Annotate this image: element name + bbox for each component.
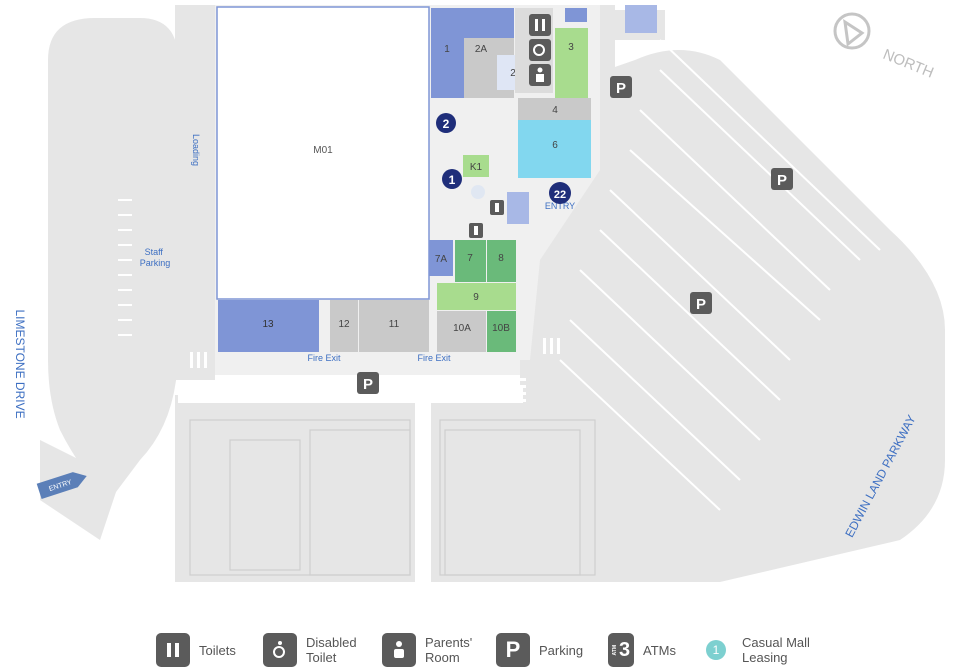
shop-8-label: 8 (498, 253, 504, 264)
lower-buildings (189, 419, 596, 576)
shop-m01[interactable] (216, 6, 430, 300)
legend-toilets-label: Toilets (199, 642, 236, 658)
staff-parking-label: Staff Parking (140, 247, 171, 268)
marker-1[interactable]: 1 (442, 169, 462, 189)
shop-4-label: 4 (552, 105, 558, 116)
roads (178, 385, 523, 582)
shop-10b-label: 10B (492, 323, 510, 334)
shop-1[interactable] (431, 8, 464, 98)
legend-casual: 1 Casual Mall Leasing (706, 632, 810, 668)
shop-1-label: 1 (444, 44, 450, 55)
shop-12[interactable] (330, 300, 358, 352)
shop-10a-label: 10A (453, 323, 471, 334)
shop-3[interactable] (555, 28, 588, 98)
atm-icon-2[interactable] (469, 223, 483, 238)
staff-parking-bays (118, 199, 132, 336)
entry-mall-label: ENTRY (545, 201, 575, 211)
marker-1-label: 1 (449, 173, 456, 187)
legend-disabled-label: Disabled Toilet (306, 635, 357, 665)
marker-2-label: 2 (443, 117, 450, 131)
parking-bays (559, 39, 881, 511)
legend-parking: P Parking (496, 632, 583, 668)
staff-parking-line1: Staff (145, 247, 164, 257)
parents-room-icon[interactable] (529, 64, 551, 86)
shop-7a[interactable] (429, 240, 453, 276)
legend-atms: ATM 3 ATMs (608, 632, 676, 668)
shop-9[interactable] (437, 283, 516, 310)
legend-parents-label: Parents' Room (425, 635, 473, 665)
parents-room-icon (382, 633, 416, 667)
toilets-icon (156, 633, 190, 667)
toilets-icon[interactable] (529, 14, 551, 36)
atm-icon-1[interactable] (490, 200, 504, 215)
shop-3-label: 3 (568, 42, 574, 53)
disabled-toilet-icon[interactable] (529, 39, 551, 61)
disabled-toilet-icon (263, 633, 297, 667)
shop-6[interactable] (518, 120, 591, 178)
shop-10b[interactable] (487, 311, 516, 352)
shop-2-label: 2 (510, 68, 516, 79)
limestone-drive-label: LIMESTONE DRIVE (13, 309, 27, 418)
kiosk-k1-label: K1 (470, 162, 483, 173)
legend: Toilets Disabled Toilet Parents' Room P … (0, 612, 960, 672)
parking-icon-3-label: P (696, 296, 706, 313)
shop-top-blue (565, 8, 587, 22)
parking-icon-1-label: P (616, 80, 626, 97)
parking-icon-4[interactable]: P (357, 372, 379, 394)
shop-11[interactable] (359, 300, 429, 352)
shop-6-label: 6 (552, 140, 558, 151)
legend-parents: Parents' Room (382, 632, 472, 668)
parking-icon-4-label: P (363, 376, 373, 393)
shop-4[interactable] (518, 98, 591, 120)
fire-exit-label-1: Fire Exit (307, 353, 341, 363)
compass-label: NORTH (881, 46, 937, 82)
shop-13[interactable] (218, 300, 319, 352)
parking-icon-2-label: P (777, 172, 787, 189)
casual-leasing-icon: 1 (706, 640, 726, 660)
atm-icon-side: ATM (611, 644, 618, 656)
parking-icon-1[interactable]: P (610, 76, 632, 98)
fountain (471, 185, 485, 199)
legend-toilets: Toilets (156, 632, 236, 668)
shop-13-label: 13 (262, 319, 274, 330)
shop-m01-label: M01 (313, 145, 333, 156)
atm-icon-glyph: 3 (618, 638, 631, 661)
shop-top-right (625, 5, 657, 33)
fire-exit-label-2: Fire Exit (417, 353, 451, 363)
compass: NORTH (833, 12, 937, 82)
shop-10a[interactable] (437, 311, 486, 352)
staff-parking-line2: Parking (140, 258, 171, 268)
shop-8[interactable] (487, 240, 516, 282)
shop-9-label: 9 (473, 292, 479, 303)
shop-2a-label: 2A (475, 44, 488, 55)
shop-12-label: 12 (338, 319, 350, 330)
kiosk-k1[interactable] (463, 155, 489, 177)
parking-icon: P (496, 633, 530, 667)
legend-atms-label: ATMs (643, 642, 676, 658)
entry-pad (507, 192, 529, 224)
parking-icon-2[interactable]: P (771, 168, 793, 190)
entry-arrow: ENTRY (36, 472, 87, 500)
marker-22-label: 22 (554, 189, 566, 201)
shop-7[interactable] (455, 240, 486, 282)
shop-7a-label: 7A (435, 254, 448, 265)
marker-22[interactable]: 22 (549, 182, 571, 204)
legend-parking-label: Parking (539, 642, 584, 658)
shop-7-label: 7 (467, 253, 473, 264)
loading-label: Loading (191, 134, 201, 166)
shop-11-label: 11 (389, 319, 400, 330)
crosswalks (190, 338, 560, 402)
legend-casual-label: Casual Mall Leasing (742, 635, 810, 665)
legend-disabled: Disabled Toilet (263, 632, 357, 668)
atm-icon: ATM 3 (608, 633, 634, 667)
marker-2[interactable]: 2 (436, 113, 456, 133)
shop-2a-top (464, 8, 514, 38)
parking-icon-3[interactable]: P (690, 292, 712, 314)
